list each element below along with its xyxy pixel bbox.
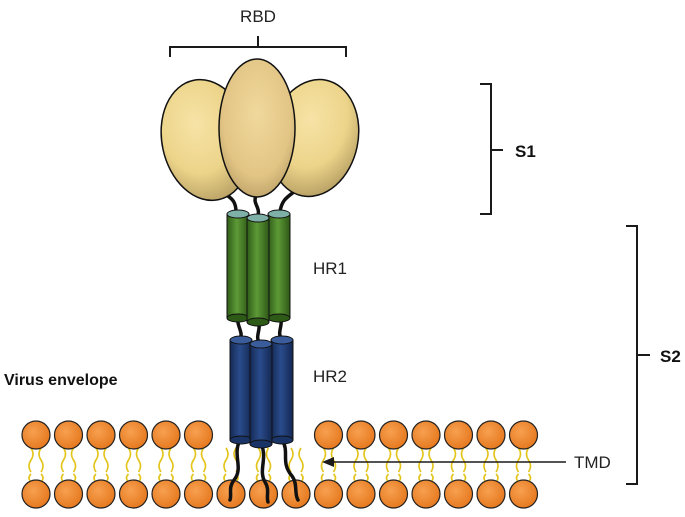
s1-bracket xyxy=(480,83,503,215)
lipid-tail-top xyxy=(288,447,294,473)
lipid-tail-top xyxy=(255,447,262,473)
lipid-head xyxy=(118,420,149,450)
virus-envelope-label: Virus envelope xyxy=(4,372,118,389)
lipid-heads-top xyxy=(21,420,539,450)
s1-label: S1 xyxy=(515,142,536,161)
lipid-head xyxy=(53,479,84,509)
lipid-tail-top xyxy=(265,447,272,473)
lipid-tail-top xyxy=(38,447,44,473)
lipid-tail-top xyxy=(125,447,132,473)
hr2-helix-bundle xyxy=(229,335,294,449)
hr2-label: HR2 xyxy=(313,367,347,386)
lipid-head xyxy=(151,420,181,450)
lipid-tail-top xyxy=(385,447,392,473)
lipid-tail-top xyxy=(515,447,522,473)
lipid-tail-top xyxy=(460,447,467,473)
lipid-tail-top xyxy=(428,447,434,473)
lipid-head xyxy=(443,479,474,509)
lipid-head xyxy=(378,420,409,450)
lipid-tail-top xyxy=(158,447,164,473)
s2-bracket xyxy=(626,225,650,485)
lipid-head xyxy=(183,479,214,509)
lipid-head xyxy=(313,420,344,450)
lipid-tail-top xyxy=(200,447,207,473)
lipid-tail-top xyxy=(363,447,369,473)
tmd-label: TMD xyxy=(574,453,611,472)
lipid-head xyxy=(411,420,441,450)
hr1-helix-center xyxy=(246,213,270,327)
hr1-helix-right xyxy=(267,209,291,323)
lipid-head xyxy=(53,420,84,450)
tmd-arrow xyxy=(322,457,566,467)
lipid-head xyxy=(476,479,506,509)
lipid-tail-top xyxy=(320,447,327,473)
hr1-label: HR1 xyxy=(313,259,347,278)
lipid-tail-top xyxy=(28,447,34,473)
rbd-bracket xyxy=(169,36,347,57)
lipid-tail-top xyxy=(190,447,197,473)
hr2-helix-right xyxy=(270,335,294,445)
rbd-domains xyxy=(160,58,360,202)
rbd-label: RBD xyxy=(240,7,276,26)
lipid-head xyxy=(248,479,279,509)
lipid-tail-top xyxy=(353,447,359,473)
lipid-head xyxy=(86,420,116,450)
lipid-tail-top xyxy=(493,447,499,473)
hr2-helix-left xyxy=(229,335,253,445)
lipid-tail-top xyxy=(70,447,77,473)
hr1-helix-left xyxy=(226,209,250,323)
lipid-head xyxy=(118,479,149,509)
s2-label: S2 xyxy=(660,347,681,366)
lipid-head xyxy=(346,420,376,450)
hr2-helix-center xyxy=(249,339,273,449)
lipid-tail-top xyxy=(483,447,489,473)
lipid-head xyxy=(411,479,441,509)
lipid-head xyxy=(476,420,506,450)
lipid-head xyxy=(86,479,116,509)
lipid-head xyxy=(151,479,181,509)
lipid-tail-top xyxy=(298,447,304,473)
hr1-helix-bundle xyxy=(226,209,291,327)
lipid-head xyxy=(508,479,539,509)
lipid-heads-bottom xyxy=(21,479,539,509)
lipid-tail-top xyxy=(525,447,532,473)
transmembrane-tails xyxy=(228,438,300,504)
lipid-head xyxy=(21,420,51,450)
lipid-tail-top xyxy=(395,447,402,473)
lipid-head xyxy=(508,420,539,450)
lipid-head xyxy=(21,479,51,509)
lipid-tail-top xyxy=(60,447,67,473)
lipid-tail-top xyxy=(223,447,229,473)
lipid-tail-top xyxy=(135,447,142,473)
lipid-head xyxy=(313,479,344,509)
lipid-tail-top xyxy=(93,447,99,473)
lipid-head xyxy=(378,479,409,509)
lipid-tail-top xyxy=(450,447,457,473)
lipid-tail-top xyxy=(103,447,109,473)
lipid-head xyxy=(346,479,376,509)
rbd-lobe-center xyxy=(218,58,296,198)
lipid-head xyxy=(443,420,474,450)
lipid-tail-top xyxy=(168,447,174,473)
lipid-tail-top xyxy=(418,447,424,473)
lipid-head xyxy=(183,420,214,450)
